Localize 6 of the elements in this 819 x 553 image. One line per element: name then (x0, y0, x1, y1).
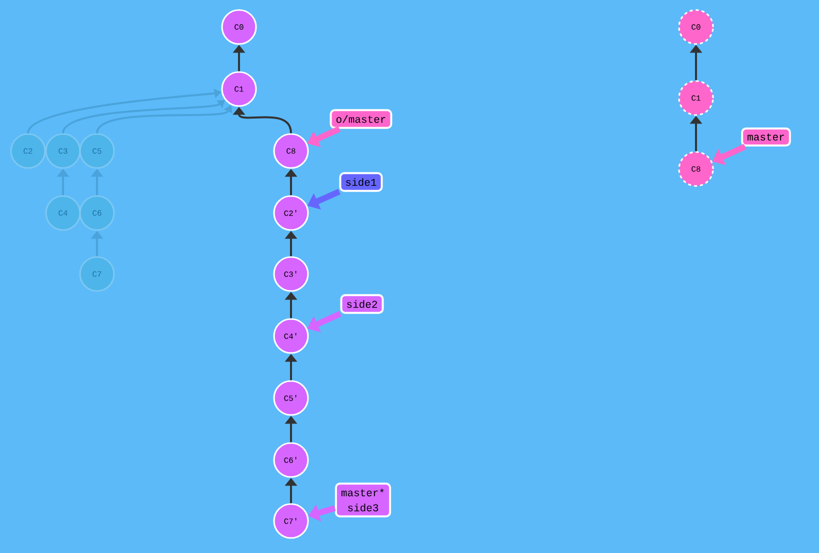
arrow (62, 100, 225, 134)
branch-label: master (741, 127, 791, 147)
branch-label: side2 (340, 294, 384, 314)
branch-label: master* side3 (334, 482, 392, 518)
branch-label: side1 (339, 172, 383, 192)
branch-label: o/master (330, 109, 392, 129)
